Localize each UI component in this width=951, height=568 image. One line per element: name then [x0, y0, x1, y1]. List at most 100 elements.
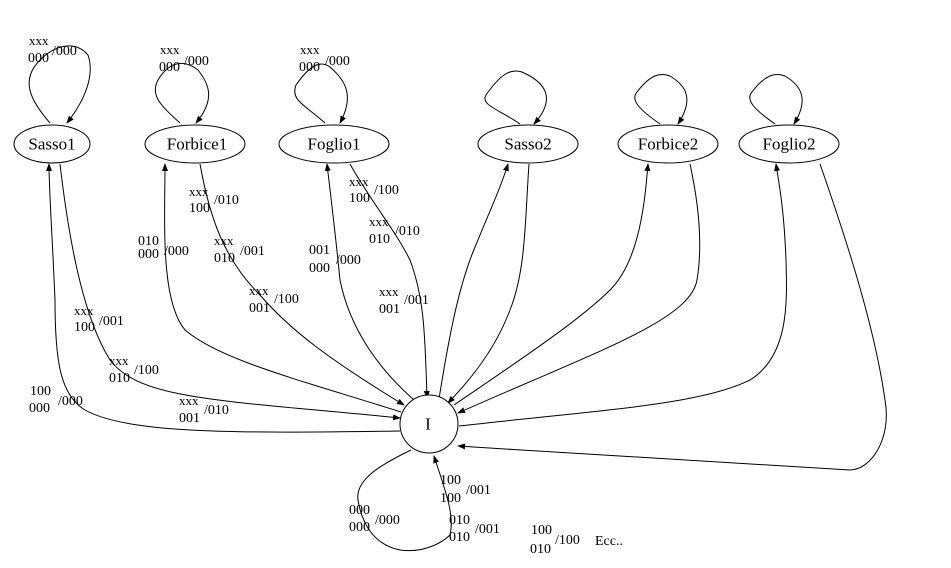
edge-label-text: 000 — [349, 503, 370, 518]
edge-sasso1-to-i — [59, 163, 401, 421]
edge-label-text: /000 — [58, 394, 83, 409]
edge-label-text: xxx — [369, 214, 389, 229]
edge-label-text: /000 — [184, 54, 209, 69]
node-label: Forbice2 — [638, 135, 698, 154]
edge-label-text: /000 — [375, 513, 400, 528]
edge-label-text: 000 — [299, 60, 320, 75]
edge-label-text: /001 — [475, 522, 500, 537]
node-label: I — [425, 415, 431, 434]
edge-i-to-sasso2 — [438, 163, 509, 400]
edge-forbice2-to-i — [457, 163, 701, 414]
edge-label-text: /100 — [134, 363, 159, 378]
edge-sasso2-loop — [484, 70, 547, 125]
edge-i-to-forbice1 — [161, 163, 402, 413]
edge-label-text: xxx — [249, 283, 269, 298]
label-sasso1-loop: xxx 000 /000 — [28, 33, 77, 66]
node-label: Foglio1 — [308, 135, 361, 154]
edge-label-text: /000 — [325, 54, 350, 69]
edge-label-text: 001 — [309, 243, 330, 258]
label-i-to-sasso2-b: 010 010 /001 — [449, 513, 500, 545]
edge-label-text: xxx — [189, 184, 209, 199]
edge-label-text: 001 — [179, 411, 200, 426]
edge-label-text: 100 — [30, 384, 51, 399]
node-initial: I — [399, 394, 459, 454]
edge-label-text: 000 — [28, 51, 49, 66]
edge-label-text: 100 — [440, 473, 461, 488]
edge-label-text: xxx — [214, 233, 234, 248]
label-foglio1-loop: xxx 000 /000 — [299, 42, 350, 75]
edge-label-text: /000 — [164, 244, 189, 259]
edge-label-text: /010 — [204, 403, 229, 418]
label-sasso1-to-i-a: xxx 100 /001 — [74, 303, 124, 335]
node-foglio1: Foglio1 — [278, 124, 390, 164]
edge-label-text: 010 — [449, 513, 470, 528]
edge-label-text: /100 — [374, 183, 399, 198]
label-i-to-forbice1: 010 000 /000 — [138, 234, 189, 262]
edge-label-text: 100 — [531, 523, 552, 538]
edge-label-text: xxx — [74, 303, 94, 318]
node-label: Sasso2 — [504, 135, 551, 154]
node-forbice2: Forbice2 — [617, 124, 719, 164]
edge-forbice1-to-i — [199, 163, 405, 406]
edge-label-text: /001 — [466, 483, 491, 498]
node-sasso1: Sasso1 — [13, 124, 91, 164]
label-sasso1-to-i-b: xxx 010 /100 — [109, 353, 159, 386]
node-forbice1: Forbice1 — [144, 124, 246, 164]
edge-i-to-foglio2 — [458, 163, 787, 427]
label-etc: 100 010 /100 Ecc.. — [530, 523, 623, 557]
edge-label-text: /000 — [336, 253, 361, 268]
edge-foglio1-to-i — [349, 163, 430, 399]
edge-label-text: 010 — [369, 232, 390, 247]
label-i-to-sasso2-a: 100 100 /001 — [440, 473, 491, 506]
edge-label-text: 000 — [309, 261, 330, 276]
edge-sasso2-to-i — [447, 163, 530, 404]
edge-foglio2-to-i — [457, 163, 887, 471]
label-i-to-foglio1: 001 000 /000 — [309, 243, 361, 276]
edge-i-to-foglio1 — [324, 163, 415, 401]
edge-label-text: /000 — [52, 44, 77, 59]
edge-label-text: /010 — [214, 193, 239, 208]
edge-forbice1-loop — [154, 62, 210, 124]
edge-label-text: 010 — [138, 234, 159, 249]
edge-label-text: xxx — [379, 284, 399, 299]
edge-label-text: /100 — [274, 292, 299, 307]
etc-note: Ecc.. — [595, 534, 623, 549]
edge-label-text: xxx — [160, 42, 180, 57]
label-i-to-sasso1: 100 000 /000 — [29, 384, 83, 416]
edge-i-to-sasso1 — [46, 163, 401, 433]
edge-label-text: 100 — [349, 191, 370, 206]
edge-label-text: xxx — [29, 33, 49, 48]
edge-label-text: 100 — [440, 491, 461, 506]
edge-sasso1-loop — [28, 45, 91, 124]
edge-foglio2-loop — [749, 73, 803, 125]
edge-i-loop — [357, 449, 452, 552]
edge-forbice2-loop — [634, 73, 688, 125]
node-label: Sasso1 — [28, 135, 75, 154]
edge-label-text: 000 — [159, 60, 180, 75]
label-forbice1-loop: xxx 000 /000 — [159, 42, 209, 75]
edge-label-text: 001 — [249, 301, 270, 316]
node-label: Forbice1 — [167, 135, 227, 154]
edge-label-text: 100 — [74, 320, 95, 335]
label-forbice1-to-i-c: xxx 001 /100 — [249, 283, 299, 316]
edge-foglio1-loop — [294, 63, 348, 124]
edge-label-text: 000 — [349, 520, 370, 535]
node-foglio2: Foglio2 — [738, 124, 840, 164]
label-foglio1-to-i-a: xxx 100 /100 — [349, 174, 399, 206]
edge-label-text: /001 — [240, 244, 265, 259]
edge-label-text: 010 — [214, 251, 235, 266]
label-foglio1-to-i-c: xxx 001 /001 — [379, 284, 429, 317]
edge-label-text: /100 — [555, 533, 580, 548]
edge-label-text: xxx — [109, 353, 129, 368]
edge-label-text: 010 — [530, 542, 551, 557]
label-foglio1-to-i-b: xxx 010 /010 — [369, 214, 420, 247]
edge-label-text: /010 — [395, 224, 420, 239]
edge-label-text: 010 — [449, 530, 470, 545]
edge-label-text: 001 — [379, 302, 400, 317]
edge-label-text: 000 — [29, 401, 50, 416]
edge-label-text: xxx — [300, 42, 320, 57]
node-label: Foglio2 — [763, 135, 816, 154]
edge-label-text: 010 — [109, 371, 130, 386]
edge-label-text: /001 — [404, 293, 429, 308]
